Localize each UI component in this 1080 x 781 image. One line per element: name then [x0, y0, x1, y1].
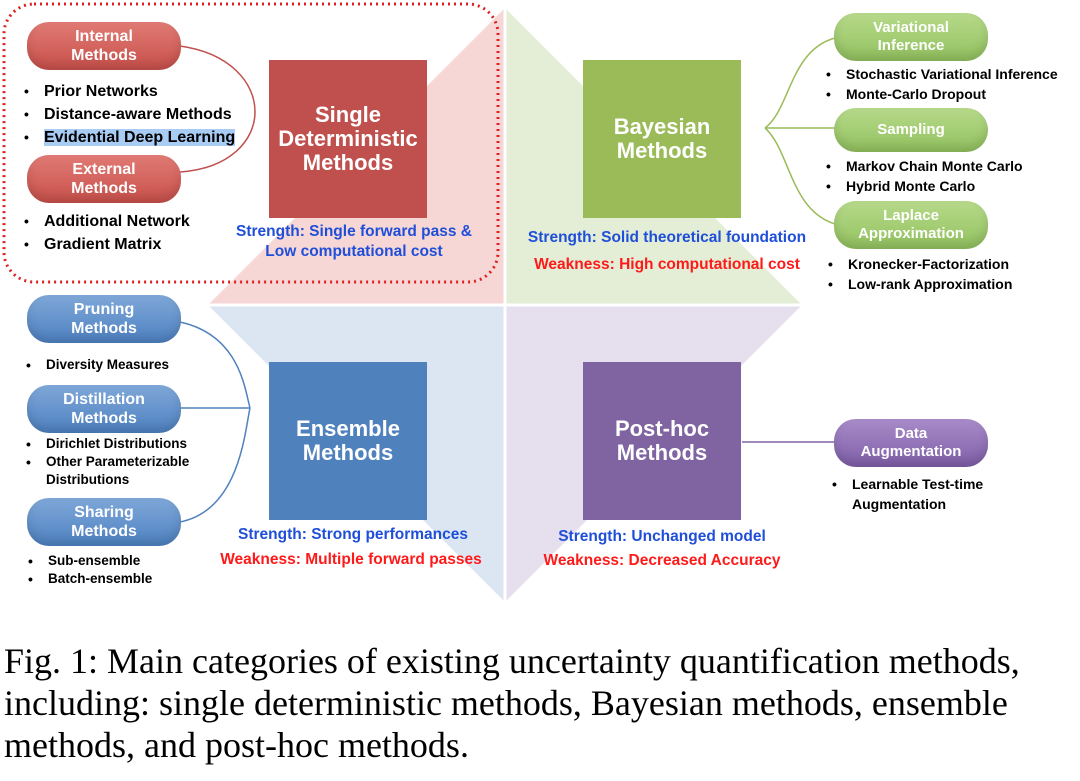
list-item: Sub-ensemble [26, 552, 226, 570]
distillation-methods-label-1: Distillation [63, 391, 145, 408]
ensemble-connector-bottom [179, 407, 251, 523]
data-augmentation-list: Learnable Test-time Augmentation [830, 474, 1030, 514]
single-strength: Strength: Single forward pass & Low comp… [236, 223, 472, 260]
variational-inference-list: Stochastic Variational Inference Monte-C… [824, 64, 1080, 104]
bayesian-connector-top [764, 37, 836, 129]
posthoc-box: Post-hoc Methods [583, 362, 741, 520]
list-item: Prior Networks [22, 80, 282, 103]
bayesian-strength: Strength: Solid theoretical foundation [527, 229, 807, 246]
highlighted-text: Evidential Deep Learning [44, 129, 236, 146]
list-item: Monte-Carlo Dropout [824, 84, 1080, 104]
pruning-methods-list: Diversity Measures [24, 356, 244, 374]
sampling-list: Markov Chain Monte Carlo Hybrid Monte Ca… [824, 156, 1080, 196]
bayesian-box: Bayesian Methods [583, 60, 741, 218]
ensemble-title: Ensemble Methods [296, 416, 400, 465]
posthoc-title: Post-hoc Methods [614, 416, 710, 465]
external-methods-label-1: External [72, 161, 136, 178]
variational-inference-label-1: Variational [873, 19, 949, 36]
sharing-methods-label-1: Sharing [74, 504, 134, 521]
list-item: Other Parameterizable Distributions [24, 453, 224, 489]
laplace-approximation-label-1: Laplace [883, 207, 939, 224]
internal-methods-label-1: Internal [75, 28, 133, 45]
list-item: Dirichlet Distributions [24, 435, 224, 453]
ensemble-strength: Strength: Strong performances [238, 526, 468, 543]
list-item: Low-rank Approximation [826, 274, 1080, 294]
single-dashed-border [2, 2, 500, 284]
internal-methods-list: Prior Networks Distance-aware Methods Ev… [22, 80, 282, 149]
external-methods-label-2: Methods [71, 180, 137, 197]
sampling-pill: Sampling [834, 108, 988, 152]
pruning-methods-label-1: Pruning [73, 301, 135, 318]
sharing-methods-label-2: Methods [71, 523, 137, 540]
list-item: Kronecker-Factorization [826, 254, 1080, 274]
ensemble-box: Ensemble Methods [269, 362, 427, 520]
posthoc-weakness: Weakness: Decreased Accuracy [543, 552, 781, 569]
bayesian-connector-bottom [764, 127, 836, 225]
distillation-methods-label-2: Methods [71, 410, 137, 427]
figure-caption: Fig. 1: Main categories of existing unce… [4, 641, 1020, 765]
single-deterministic-title: Single Deterministic Methods [278, 102, 418, 175]
list-item: Hybrid Monte Carlo [824, 176, 1080, 196]
internal-methods-label-2: Methods [71, 47, 137, 64]
list-item: Batch-ensemble [26, 570, 226, 588]
pruning-methods-label-2: Methods [71, 320, 137, 337]
data-augmentation-label-1: Data [894, 425, 928, 442]
sharing-methods-list: Sub-ensemble Batch-ensemble [26, 552, 226, 588]
list-item: Distance-aware Methods [22, 103, 282, 126]
external-methods-list: Additional Network Gradient Matrix [22, 210, 282, 256]
variational-inference-label-2: Inference [877, 37, 945, 54]
ensemble-weakness: Weakness: Multiple forward passes [220, 551, 482, 568]
list-item: Markov Chain Monte Carlo [824, 156, 1080, 176]
data-augmentation-label-2: Augmentation [860, 443, 962, 460]
list-item: Learnable Test-time Augmentation [830, 474, 1030, 514]
distillation-methods-list: Dirichlet Distributions Other Parameteri… [24, 435, 224, 489]
list-item: Additional Network [22, 210, 282, 233]
laplace-approximation-list: Kronecker-Factorization Low-rank Approxi… [826, 254, 1080, 294]
list-item: Evidential Deep Learning [22, 126, 282, 149]
sampling-label: Sampling [877, 121, 945, 138]
list-item: Diversity Measures [24, 356, 244, 374]
single-deterministic-box: Single Deterministic Methods [269, 60, 427, 218]
list-item: Gradient Matrix [22, 233, 282, 256]
bayesian-title: Bayesian Methods [613, 114, 711, 163]
bayesian-weakness: Weakness: High computational cost [534, 256, 800, 273]
laplace-approximation-label-2: Approximation [858, 225, 964, 242]
posthoc-strength: Strength: Unchanged model [558, 528, 766, 545]
list-item: Stochastic Variational Inference [824, 64, 1080, 84]
